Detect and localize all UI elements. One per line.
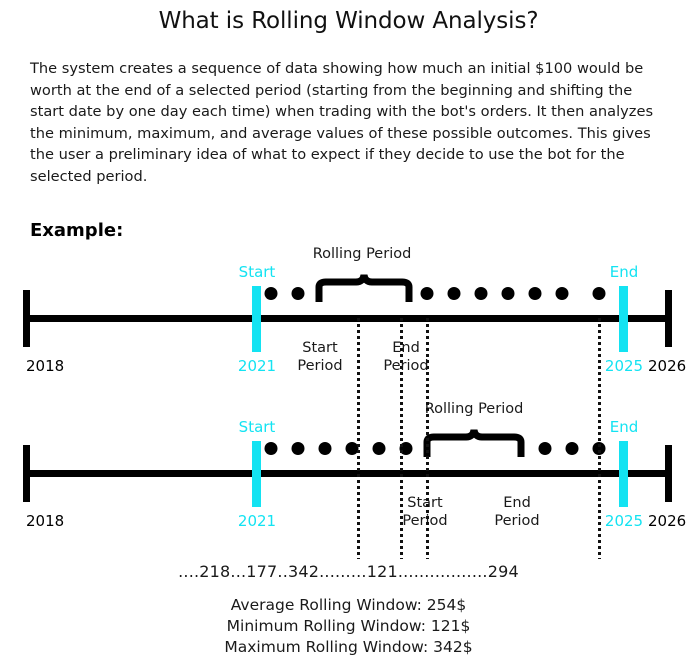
end-marker-year: 2025 <box>604 357 644 375</box>
start-marker-label: Start <box>238 418 276 436</box>
start-period-line2: Period <box>402 513 448 529</box>
intro-paragraph: The system creates a sequence of data sh… <box>30 60 654 185</box>
year-label-2018: 2018 <box>26 512 65 530</box>
data-point-dot <box>447 287 461 300</box>
start-period-line2: Period <box>297 358 343 374</box>
page-title: What is Rolling Window Analysis? <box>158 8 539 34</box>
example-heading: Example: <box>30 220 124 241</box>
start-marker-year: 2021 <box>237 512 277 530</box>
axis-cap-right <box>665 290 672 347</box>
start-marker-bar <box>252 286 261 352</box>
year-label-2026: 2026 <box>648 357 687 375</box>
data-point-dot <box>501 287 515 300</box>
end-period-line1: End <box>392 340 420 356</box>
end-marker-label: End <box>609 418 639 436</box>
end-period-line2: Period <box>383 358 429 374</box>
end-marker-bar <box>619 286 628 352</box>
start-period-line1: Start <box>407 495 443 511</box>
rolling-period-brace <box>423 428 525 457</box>
connector-line-294 <box>598 318 601 559</box>
timeline-axis <box>23 315 672 322</box>
data-point-dot <box>565 442 579 455</box>
year-label-2026: 2026 <box>648 512 687 530</box>
axis-cap-left <box>23 290 30 347</box>
summary-average: Average Rolling Window: 254$ <box>230 596 467 614</box>
data-point-dot <box>592 287 606 300</box>
start-period-label: Start Period <box>297 339 342 375</box>
end-period-line1: End <box>503 495 531 511</box>
data-point-dot <box>538 442 552 455</box>
rolling-values-row: ....218...177..342.........121..........… <box>178 562 519 581</box>
year-label-2018: 2018 <box>26 357 65 375</box>
end-period-line2: Period <box>494 513 540 529</box>
summary-maximum: Maximum Rolling Window: 342$ <box>224 638 473 656</box>
data-point-dot <box>555 287 569 300</box>
connector-line-177 <box>400 318 403 559</box>
end-marker-bar <box>619 441 628 507</box>
timeline-diagram-2: 2018 2026 Start 2021 End 2025 Rolling Pe… <box>0 398 697 563</box>
start-marker-bar <box>252 441 261 507</box>
axis-cap-left <box>23 445 30 502</box>
end-marker-label: End <box>609 263 639 281</box>
start-marker-year: 2021 <box>237 357 277 375</box>
data-point-dot <box>474 287 488 300</box>
rolling-period-label: Rolling Period <box>312 246 412 262</box>
start-marker-label: Start <box>238 263 276 281</box>
rolling-period-label: Rolling Period <box>424 401 524 417</box>
data-point-dot <box>291 287 305 300</box>
end-period-label: End Period <box>494 494 539 530</box>
data-point-dot <box>318 442 332 455</box>
timeline-diagram-1: 2018 2026 Start 2021 End 2025 Rolling Pe… <box>0 243 697 408</box>
summary-minimum: Minimum Rolling Window: 121$ <box>226 617 471 635</box>
data-point-dot <box>420 287 434 300</box>
connector-line-342 <box>426 318 429 559</box>
axis-cap-right <box>665 445 672 502</box>
data-point-dot <box>528 287 542 300</box>
connector-line-218 <box>357 318 360 559</box>
end-marker-year: 2025 <box>604 512 644 530</box>
start-period-label: Start Period <box>402 494 447 530</box>
data-point-dot <box>291 442 305 455</box>
end-period-label: End Period <box>383 339 428 375</box>
rolling-period-brace <box>315 273 413 302</box>
timeline-axis <box>23 470 672 477</box>
data-point-dot <box>264 442 278 455</box>
data-point-dot <box>264 287 278 300</box>
data-point-dot <box>345 442 359 455</box>
start-period-line1: Start <box>302 340 338 356</box>
data-point-dot <box>372 442 386 455</box>
